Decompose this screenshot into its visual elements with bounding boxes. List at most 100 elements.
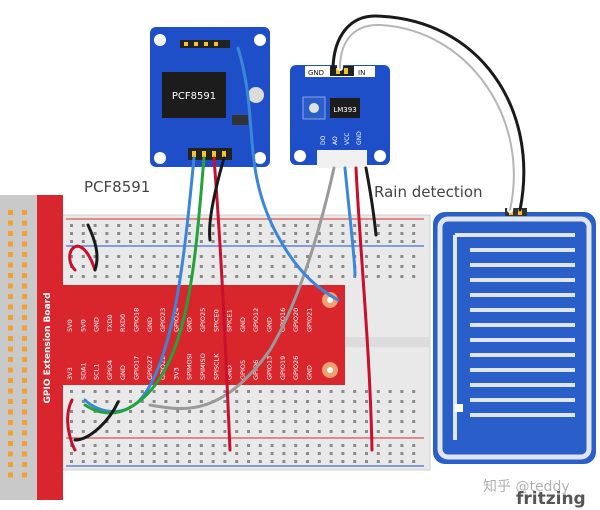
breadboard-hole <box>105 430 109 433</box>
gpio-pin-label: GPIO25 <box>199 308 207 332</box>
breadboard-hole <box>129 410 132 413</box>
pi-pin <box>8 220 13 226</box>
breadboard-hole <box>282 224 286 227</box>
pi-pin <box>8 241 13 247</box>
breadboard-hole <box>412 390 416 393</box>
breadboard-hole <box>129 460 132 463</box>
pi-pin <box>8 472 13 478</box>
fritzing-logo: fritzing <box>516 489 586 509</box>
gpio-pin-label: SCL1 <box>93 364 101 380</box>
pi-pin <box>22 262 27 268</box>
breadboard-hole <box>152 240 156 243</box>
breadboard-hole <box>258 224 262 227</box>
gpio-pin-label: GPIO26 <box>292 356 300 380</box>
breadboard-hole <box>247 224 250 227</box>
breadboard-hole <box>93 255 97 258</box>
pi-pin <box>22 451 27 457</box>
pi-pin <box>22 304 27 310</box>
breadboard-hole <box>388 444 392 447</box>
pi-pin <box>22 420 27 425</box>
breadboard-hole <box>235 255 239 258</box>
breadboard-hole <box>152 460 156 463</box>
breadboard-hole <box>282 410 286 413</box>
breadboard-hole <box>188 444 191 447</box>
breadboard-hole <box>258 265 262 268</box>
breadboard-hole <box>282 232 286 235</box>
breadboard-hole <box>93 275 97 278</box>
breadboard-hole <box>223 232 227 235</box>
breadboard-hole <box>152 265 156 268</box>
breadboard-hole <box>294 224 298 227</box>
breadboard-hole <box>353 410 357 413</box>
pcf8591-module: PCF8591 <box>150 27 270 167</box>
breadboard-hole <box>223 460 227 463</box>
breadboard-hole <box>376 452 380 455</box>
breadboard-hole <box>329 224 333 227</box>
breadboard-hole <box>105 444 109 447</box>
breadboard-hole <box>353 400 357 403</box>
pi-pin <box>22 252 27 257</box>
pi-pin <box>8 304 13 310</box>
breadboard-hole <box>81 275 85 278</box>
breadboard-hole <box>317 255 321 258</box>
pi-pin <box>8 262 13 268</box>
breadboard-hole <box>70 240 73 243</box>
breadboard-hole <box>81 265 85 268</box>
breadboard-hole <box>353 390 357 393</box>
jumper-bottom-black <box>73 400 120 442</box>
breadboard-hole <box>270 400 274 403</box>
breadboard-hole <box>81 420 85 423</box>
breadboard-hole <box>235 420 239 423</box>
breadboard-hole <box>93 452 97 455</box>
gpio-pin-label: GPIO18 <box>133 308 141 332</box>
pi-pin <box>8 283 13 289</box>
breadboard-hole <box>81 232 85 235</box>
breadboard-hole <box>365 444 368 447</box>
breadboard-hole <box>211 224 215 227</box>
breadboard-hole <box>247 410 250 413</box>
pi-pin <box>22 399 27 404</box>
breadboard-hole <box>412 460 416 463</box>
breadboard-hole <box>341 430 345 433</box>
breadboard-hole <box>223 420 227 423</box>
breadboard-hole <box>70 452 73 455</box>
breadboard-hole <box>140 430 144 433</box>
breadboard-hole <box>365 232 368 235</box>
breadboard-hole <box>400 390 404 393</box>
breadboard-hole <box>176 390 180 393</box>
breadboard-hole <box>282 460 286 463</box>
gpio-pin-label: GND <box>239 317 247 332</box>
lm393-pin-top-0: GND <box>308 69 324 77</box>
breadboard-hole <box>376 410 380 413</box>
breadboard-hole <box>294 240 298 243</box>
breadboard-hole <box>188 390 191 393</box>
pi-pin <box>22 388 27 394</box>
breadboard-hole <box>282 430 286 433</box>
lm393-pin-gnd: GND <box>356 131 363 145</box>
pi-pin <box>22 283 27 289</box>
breadboard-hole <box>341 255 345 258</box>
breadboard-hole <box>117 452 121 455</box>
pi-pin <box>22 367 27 373</box>
breadboard-hole <box>188 240 191 243</box>
gpio-pin-label: SDA1 <box>79 362 87 380</box>
pi-pin <box>8 357 13 362</box>
breadboard-hole <box>365 265 368 268</box>
breadboard-hole <box>235 410 239 413</box>
breadboard-hole <box>235 390 239 393</box>
breadboard-hole <box>105 400 109 403</box>
breadboard-hole <box>353 430 357 433</box>
pi-pin-grid <box>8 210 27 478</box>
gpio-pin-label: GPIO13 <box>266 356 274 380</box>
breadboard-hole <box>129 265 132 268</box>
breadboard-hole <box>247 460 250 463</box>
pi-pin <box>8 252 13 257</box>
breadboard-hole <box>117 232 121 235</box>
breadboard-hole <box>70 460 73 463</box>
breadboard-hole <box>188 275 191 278</box>
breadboard-hole <box>294 275 298 278</box>
pi-pin <box>22 441 27 446</box>
breadboard-hole <box>282 255 286 258</box>
